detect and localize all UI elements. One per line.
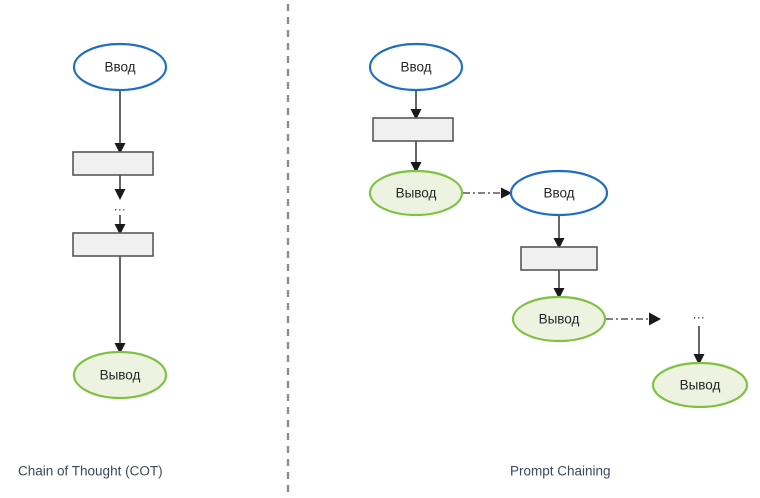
connector-pc-input1-to-step1 xyxy=(410,90,422,120)
connector-pc-ellipsis-to-output3 xyxy=(693,326,705,365)
node-cot-output[interactable]: Вывод xyxy=(72,350,168,400)
connector-pc-step2-to-output2 xyxy=(553,270,565,299)
node-cot-step-2[interactable] xyxy=(72,232,154,257)
node-pc-step-2[interactable] xyxy=(520,246,598,271)
pc-ellipsis-label: ... xyxy=(693,306,705,321)
node-pc-output-3[interactable]: Вывод xyxy=(651,361,749,409)
panel-chain-of-thought: Ввод ... Вывод Chain of Thought (COT) xyxy=(18,42,168,479)
connector-cot-step1-to-ellipsis xyxy=(114,175,126,200)
node-cot-input[interactable]: Ввод xyxy=(72,42,168,92)
node-pc-input-1[interactable]: Ввод xyxy=(368,42,464,92)
connector-pc-output1-to-input2 xyxy=(463,187,512,199)
connector-cot-input-to-step1 xyxy=(114,90,126,154)
node-pc-output-2-label: Вывод xyxy=(539,312,580,327)
connector-pc-step1-to-output1 xyxy=(410,141,422,173)
connector-cot-step2-to-output xyxy=(114,256,126,354)
node-pc-output-1-label: Вывод xyxy=(396,186,437,201)
caption-chain-of-thought: Chain of Thought (COT) xyxy=(18,464,163,479)
connector-pc-output2-to-ellipsis xyxy=(606,312,661,326)
node-pc-output-2[interactable]: Вывод xyxy=(511,295,607,343)
node-pc-output-3-label: Вывод xyxy=(680,378,721,393)
node-pc-input-2-label: Ввод xyxy=(543,186,574,201)
node-pc-output-1[interactable]: Вывод xyxy=(368,169,464,217)
connector-pc-input2-to-step2 xyxy=(553,215,565,249)
node-cot-input-label: Ввод xyxy=(104,60,135,75)
node-pc-input-1-label: Ввод xyxy=(400,60,431,75)
caption-prompt-chaining: Prompt Chaining xyxy=(510,464,611,479)
panel-prompt-chaining: Ввод Вывод Ввод Вывод ... xyxy=(368,42,749,479)
node-cot-output-label: Вывод xyxy=(100,368,141,383)
connector-cot-ellipsis-to-step2 xyxy=(114,215,126,235)
node-cot-step-1[interactable] xyxy=(72,151,154,176)
cot-ellipsis-label: ... xyxy=(114,198,126,213)
node-pc-step-1[interactable] xyxy=(372,117,454,142)
node-pc-input-2[interactable]: Ввод xyxy=(509,169,609,217)
